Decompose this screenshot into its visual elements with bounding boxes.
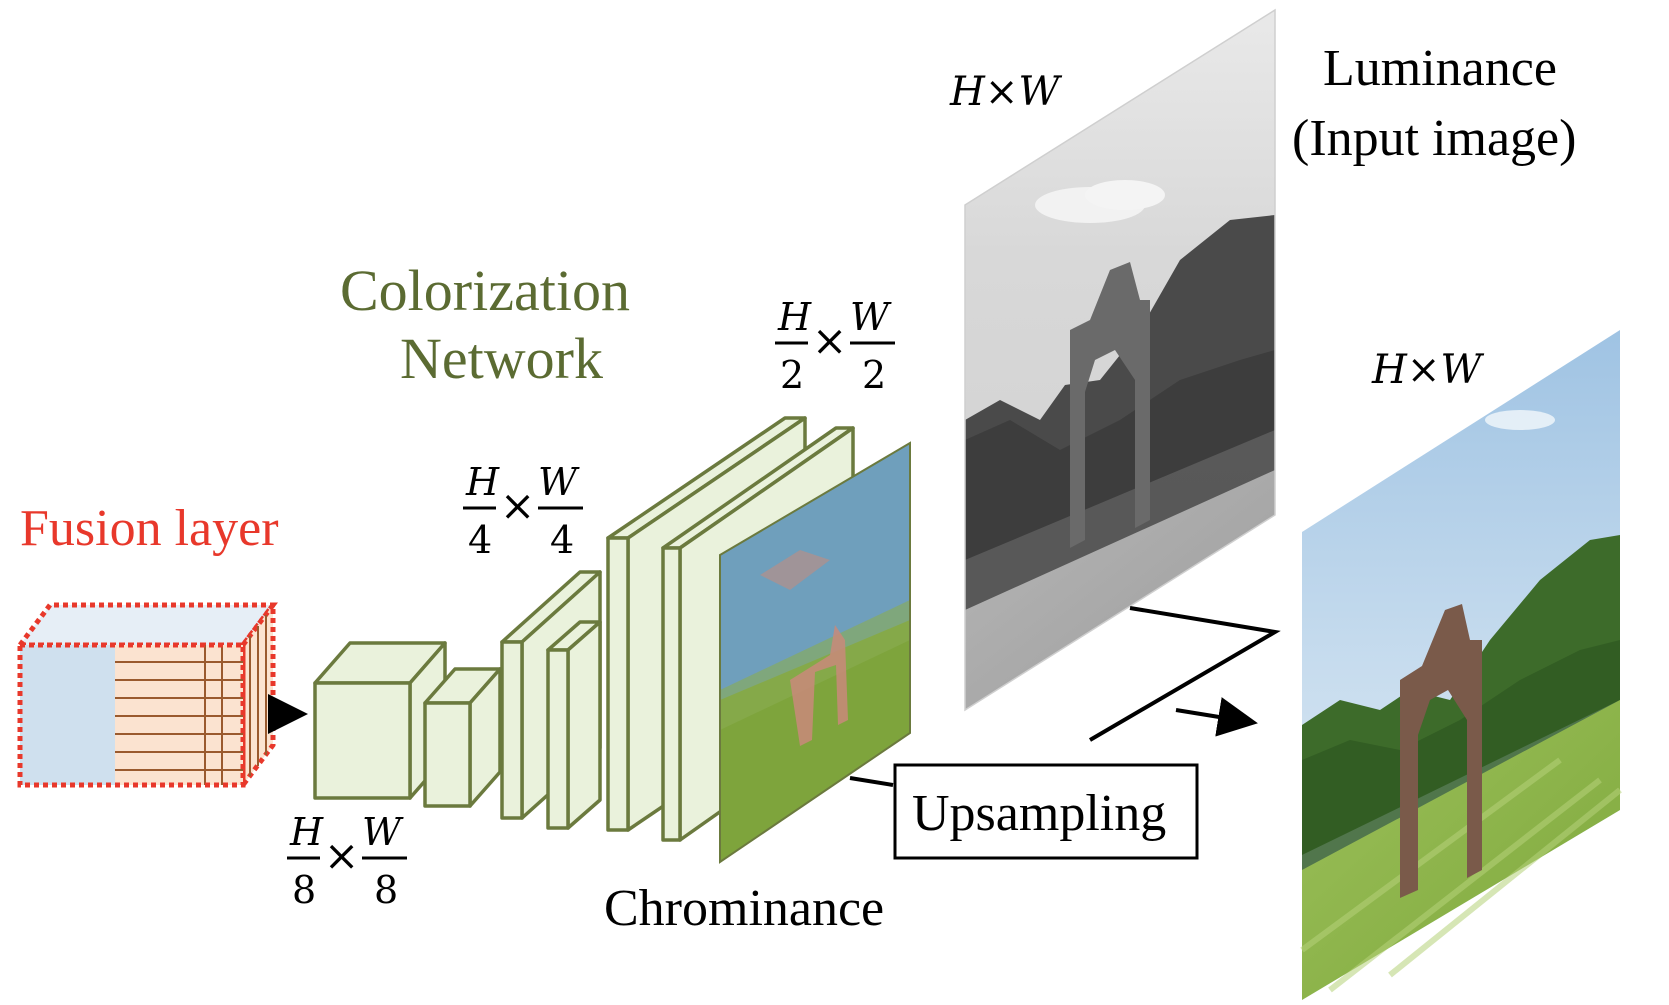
chrominance-image [719, 441, 911, 864]
dim-half-num-w: W [850, 295, 892, 339]
dim-half-den-w: 2 [862, 353, 886, 397]
fusion-layer-label: Fusion layer [20, 500, 279, 557]
output-size-label: H×W [1371, 347, 1484, 393]
dim-quarter-label: H 4 × W 4 [463, 460, 583, 562]
input-size-label: H×W [949, 69, 1062, 115]
upsampling-label: Upsampling [912, 785, 1166, 842]
luminance-label-line1: Luminance [1323, 40, 1557, 97]
dim-half-label: H 2 × W 2 [775, 295, 895, 397]
dim-eighth-den-h: 8 [292, 868, 316, 912]
dim-quarter-den-w: 4 [550, 518, 574, 562]
dim-quarter-den-h: 4 [468, 518, 492, 562]
dim-half-num-h: H [777, 295, 812, 339]
dim-quarter-times: × [500, 481, 535, 530]
network-title-line2: Network [400, 326, 603, 391]
network-title-line1: Colorization [340, 258, 630, 323]
luminance-image [964, 8, 1276, 712]
fusion-layer-block [15, 597, 278, 793]
dim-half-times: × [812, 316, 847, 365]
upsampling-box [893, 763, 1199, 860]
dim-eighth-den-w: 8 [374, 868, 398, 912]
dim-eighth-num-w: W [362, 810, 404, 854]
dim-half-den-h: 2 [780, 353, 804, 397]
dim-eighth-times: × [324, 831, 359, 880]
dim-eighth-num-h: H [289, 810, 324, 854]
chrominance-label: Chrominance [604, 880, 884, 937]
dim-quarter-num-w: W [538, 460, 580, 504]
dim-eighth-label: H 8 × W 8 [287, 810, 407, 912]
dim-quarter-num-h: H [465, 460, 500, 504]
upsampling-connector [849, 606, 1281, 787]
luminance-label-line2: (Input image) [1292, 110, 1576, 167]
output-image [1300, 330, 1622, 1000]
